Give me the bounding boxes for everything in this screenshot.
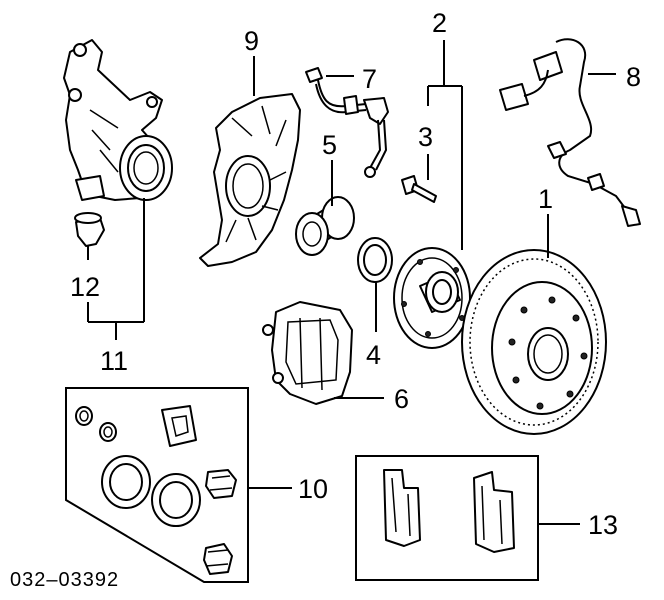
callout-10: 10: [298, 474, 328, 504]
wheel-hub-part: [393, 247, 471, 349]
callout-12: 12: [70, 272, 100, 302]
diagram-code: 032–03392: [10, 569, 119, 591]
ball-joint-boot-part: [74, 212, 105, 247]
callout-9: 9: [244, 26, 259, 56]
callout-1: 1: [538, 184, 553, 214]
leader-lines: [87, 40, 616, 525]
callout-11: 11: [100, 346, 128, 376]
callout-6: 6: [394, 384, 409, 414]
brake-disc-part: [461, 249, 607, 435]
steering-knuckle-part: [63, 39, 173, 201]
brake-hose-part: [305, 67, 389, 178]
abs-sensor-part: [499, 38, 641, 227]
caliper-part: [262, 301, 353, 405]
callout-13: 13: [588, 510, 618, 540]
snap-ring-part: [357, 237, 393, 283]
hub-bolt-part: [401, 175, 437, 203]
callout-8: 8: [626, 62, 641, 92]
callout-7: 7: [362, 64, 377, 94]
callout-2: 2: [432, 8, 447, 38]
callout-4: 4: [366, 340, 381, 370]
callout-5: 5: [322, 130, 337, 160]
dust-shield-part: [199, 93, 301, 267]
brake-pads-box: [355, 455, 539, 581]
wheel-bearing-part: [295, 196, 355, 256]
callout-3: 3: [418, 122, 433, 152]
caliper-kit-box: [65, 387, 249, 583]
